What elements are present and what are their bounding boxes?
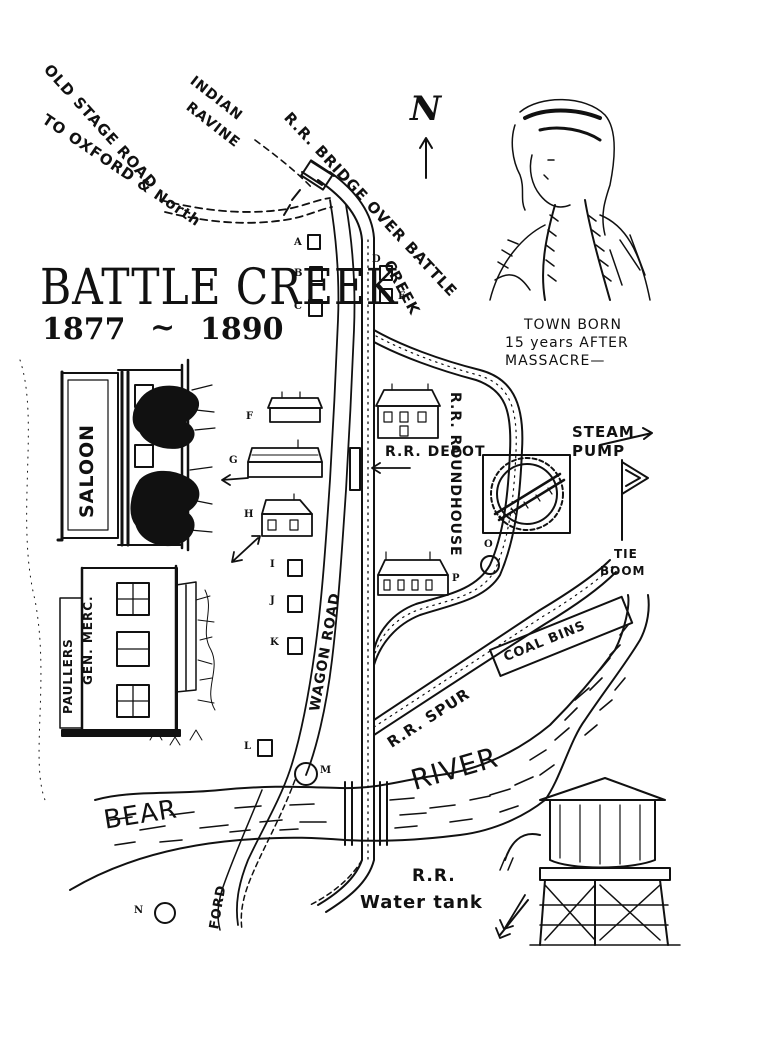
coal-bins-outline [489, 595, 634, 677]
portrait-caption-line-3: MASSACRE— [505, 353, 606, 369]
ditch-dotted [19, 359, 46, 801]
rr-bridge-bear-river [344, 781, 388, 846]
bear-river-south-bank [69, 594, 650, 891]
main-railroad [317, 171, 375, 913]
saloon-building [56, 358, 190, 552]
year-end: 1890 [200, 312, 284, 347]
arrow-g-icon [221, 474, 249, 486]
lot-letter-a: A [294, 237, 302, 248]
lot-letter-p: P [452, 573, 460, 584]
old-stage-road [159, 197, 331, 213]
building-o-water [480, 555, 500, 575]
label-rr-water-tank-1: R.R. [412, 866, 456, 886]
rr-south-track [309, 859, 363, 906]
portrait-sketch [489, 98, 651, 301]
label-saloon: SALOON [76, 423, 98, 518]
rr-bridge-battle-creek [283, 159, 335, 216]
lot-letter-k: K [270, 637, 279, 648]
lot-letter-n: N [134, 905, 144, 916]
ford-trail-west [217, 789, 263, 931]
water-tank-pointer-icon [499, 894, 526, 930]
label-tie: TIE [614, 547, 638, 561]
ford-trail [240, 779, 296, 931]
house-g [247, 439, 323, 478]
year-dash: ~ [150, 310, 176, 345]
water-tank [495, 777, 681, 946]
house-h [261, 493, 313, 537]
lot-letter-l: L [244, 741, 252, 752]
lot-letter-j: J [270, 595, 275, 606]
lot-letter-i: I [270, 559, 275, 570]
north-arrow-icon [419, 137, 433, 179]
house-p [377, 551, 449, 596]
label-steam: STEAM [572, 423, 635, 441]
north-label: N [410, 89, 442, 129]
wagon-road-west-edge [236, 199, 340, 926]
portrait-caption-line-2: 15 years AFTER [505, 335, 629, 351]
roundhouse-loop-track [373, 329, 524, 666]
lot-letter-e: E [398, 291, 406, 302]
old-stage-road-2 [164, 206, 333, 224]
depot-house [375, 383, 441, 439]
house-f [267, 391, 323, 423]
roundhouse-turntable [482, 454, 571, 534]
gen-merc-foliage [149, 589, 216, 746]
year-start: 1877 [42, 312, 126, 347]
lot-letter-b: B [294, 268, 303, 279]
saloon-trees [130, 384, 216, 547]
label-rr-depot: R.R. DEPOT [385, 444, 486, 460]
indian-ravine-trail [254, 139, 313, 189]
label-pump: PUMP [572, 442, 626, 460]
lot-letter-g: G [229, 455, 238, 466]
lot-letter-d: D [372, 254, 381, 265]
river-water-strokes [109, 624, 629, 846]
label-gen-merc: GEN. MERC. [81, 595, 95, 685]
steam-pump-arrow-icon [599, 427, 653, 446]
label-boom: BOOM [600, 564, 646, 578]
lot-markers [154, 234, 393, 924]
wagon-road-east-edge [305, 204, 356, 776]
rr-depot-platform [349, 447, 361, 491]
lot-letter-f: F [246, 411, 254, 422]
portrait-caption-line-1: TOWN BORN [524, 317, 622, 333]
lot-letter-c: C [294, 301, 302, 312]
map-title: BATTLE CREEK [40, 258, 399, 316]
lot-letter-h: H [244, 509, 254, 520]
tie-boom-flag-icon [621, 459, 649, 541]
label-paullers: PAULLERS [61, 638, 75, 714]
lot-letter-o: O [484, 539, 493, 550]
gen-merc-building [59, 564, 197, 737]
arrow-h-icon [231, 535, 261, 563]
label-rr-water-tank-2: Water tank [360, 892, 483, 913]
lot-letter-m: M [320, 765, 332, 776]
arrow-depot-icon [371, 462, 411, 474]
label-rr-roundhouse: R.R. ROUNDHOUSE [447, 392, 463, 557]
